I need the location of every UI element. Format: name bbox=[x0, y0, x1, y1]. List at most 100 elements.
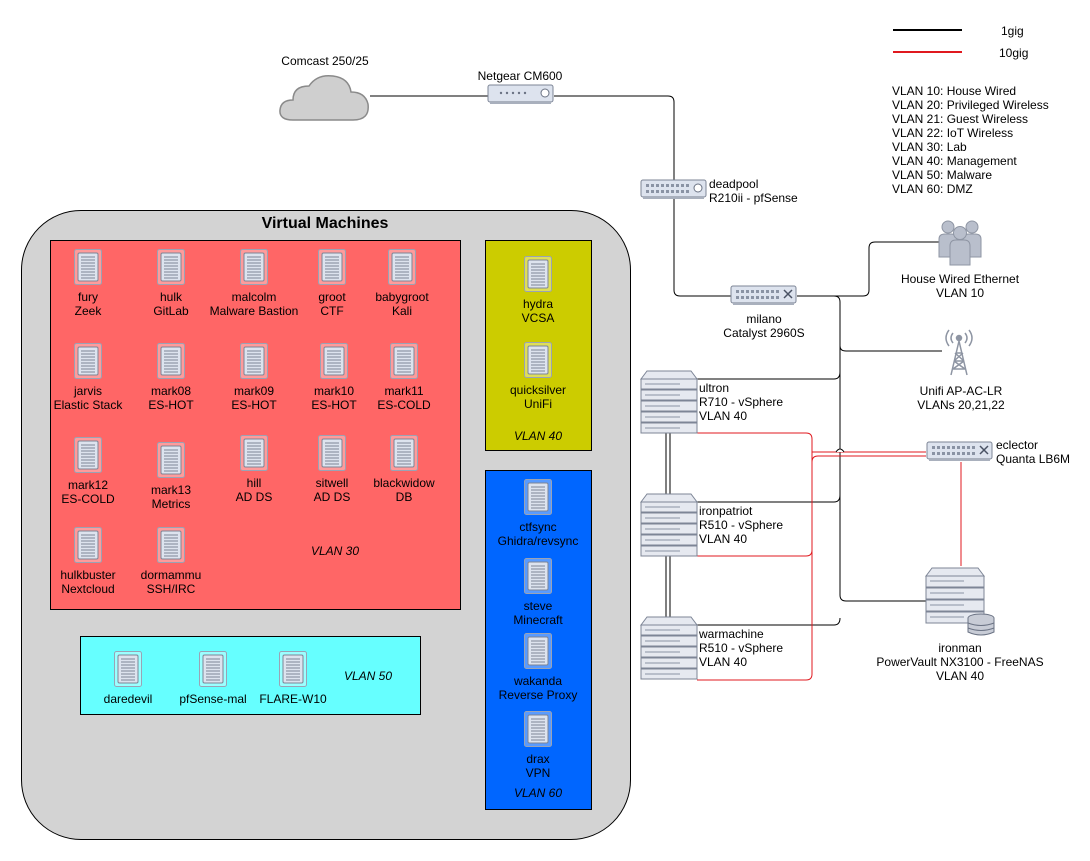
link-trunk-warmachine bbox=[697, 617, 841, 626]
vm-name: mark10 bbox=[313, 384, 354, 398]
vm-role: SSH/IRC bbox=[146, 582, 196, 596]
link-trunk-ap bbox=[839, 345, 942, 352]
vm-name: mark11 bbox=[384, 384, 424, 398]
vm-role: Minecraft bbox=[513, 613, 563, 627]
cloud-icon bbox=[279, 74, 369, 121]
vm-node[interactable]: FLARE-W10 bbox=[233, 650, 353, 706]
vlan-list-item: VLAN 60: DMZ bbox=[892, 182, 973, 196]
link-router-switch bbox=[673, 199, 731, 297]
virtual-server-icon bbox=[274, 342, 394, 380]
links-10gig bbox=[697, 432, 962, 681]
host-role: R510 - vSphere bbox=[699, 641, 784, 655]
virtual-server-icon bbox=[478, 341, 598, 379]
vlan-list-item: VLAN 50: Malware bbox=[892, 168, 993, 182]
vm-name: hill bbox=[246, 476, 262, 490]
switch-role: Catalyst 2960S bbox=[723, 326, 805, 340]
vm-role: CTF bbox=[320, 304, 344, 318]
virtual-server-icon bbox=[111, 526, 231, 564]
host-name: warmachine bbox=[699, 627, 764, 641]
virtual-server-icon bbox=[272, 434, 392, 472]
rack-server-icon bbox=[640, 616, 698, 683]
link10-ultron bbox=[697, 432, 813, 681]
vm-name: mark09 bbox=[233, 384, 274, 398]
virtual-server-icon bbox=[342, 248, 462, 286]
virtual-server-icon bbox=[478, 632, 598, 670]
vm-role: Reverse Proxy bbox=[498, 688, 578, 702]
vm-name: babygroot bbox=[375, 290, 429, 304]
links-1gig bbox=[370, 95, 942, 626]
virtual-server-icon bbox=[28, 436, 148, 474]
host-vlan: VLAN 40 bbox=[699, 655, 748, 669]
vm-name: groot bbox=[318, 290, 346, 304]
virtual-server-icon bbox=[111, 248, 231, 286]
nas-vlan: VLAN 40 bbox=[935, 669, 985, 683]
vm-name: hydra bbox=[522, 297, 554, 311]
antenna-icon bbox=[945, 329, 973, 376]
vm-node[interactable]: pfSense-mal bbox=[153, 650, 273, 706]
virtual-server-icon bbox=[28, 248, 148, 286]
vlan60-label: VLAN 60 bbox=[514, 786, 563, 800]
isp-label: Comcast 250/25 bbox=[281, 54, 369, 68]
switch10g-name: eclector bbox=[996, 438, 1039, 452]
vlan40-label: VLAN 40 bbox=[514, 429, 563, 443]
link-modem-router bbox=[554, 95, 675, 180]
vm-role: ES-HOT bbox=[231, 398, 277, 412]
house-name: House Wired Ethernet bbox=[900, 272, 1020, 286]
vm-name: ctfsync bbox=[519, 520, 557, 534]
vm-name: blackwidow bbox=[373, 476, 435, 490]
vm-role: Nextcloud bbox=[61, 582, 115, 596]
router-label: deadpool R210ii - pfSense bbox=[709, 177, 798, 205]
house-label: House Wired Ethernet VLAN 10 bbox=[901, 272, 1019, 300]
vm-name: mark08 bbox=[150, 384, 191, 398]
nas-label: ironman PowerVault NX3100 - FreeNAS VLAN… bbox=[876, 641, 1043, 683]
virtual-server-icon bbox=[233, 650, 353, 688]
host-name: ultron bbox=[699, 381, 730, 395]
link-trunk-ultron bbox=[697, 371, 841, 380]
virtual-server-icon bbox=[28, 342, 148, 380]
virtual-server-icon bbox=[194, 342, 314, 380]
virtual-server-icon bbox=[153, 650, 273, 688]
virtual-server-icon bbox=[68, 650, 188, 688]
vm-node[interactable]: daredevil bbox=[68, 650, 188, 706]
vlan30-panel bbox=[50, 240, 461, 610]
ap-label: Unifi AP-AC-LR VLANs 20,21,22 bbox=[917, 384, 1004, 412]
vm-name: dormammu bbox=[140, 568, 202, 582]
link-trunk-ironpatriot bbox=[697, 494, 841, 503]
vlan-list-item: VLAN 22: IoT Wireless bbox=[892, 126, 1014, 140]
legend-1gig-label: 1gig bbox=[1001, 24, 1024, 38]
vm-name: fury bbox=[77, 290, 98, 304]
virtual-server-icon bbox=[28, 526, 148, 564]
nas-name: ironman bbox=[938, 641, 982, 655]
switch10g-role: Quanta LB6M bbox=[996, 452, 1071, 466]
virtual-server-icon bbox=[478, 710, 598, 748]
modem-icon bbox=[487, 84, 554, 104]
virtual-server-icon bbox=[194, 434, 314, 472]
switch-icon bbox=[730, 285, 797, 305]
